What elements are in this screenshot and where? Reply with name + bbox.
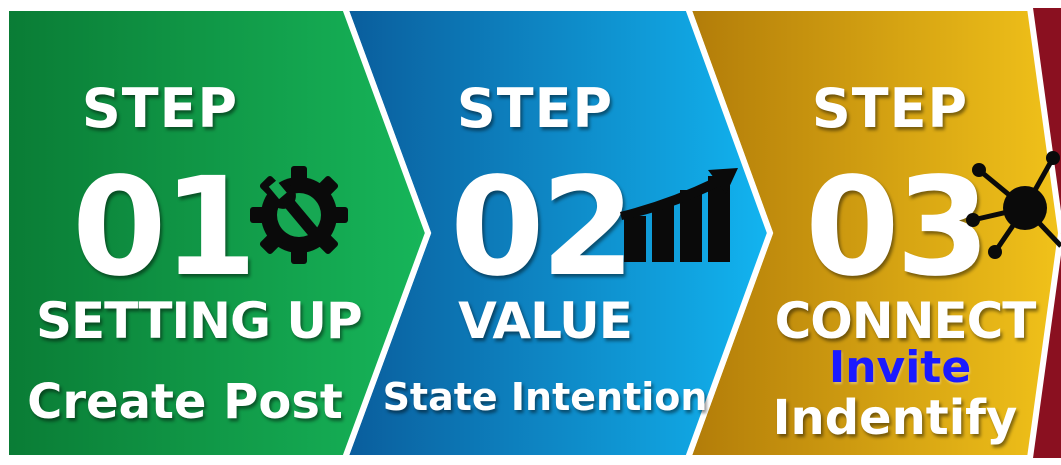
step-3-number: 03 bbox=[805, 149, 990, 307]
step-3-title: STEP bbox=[811, 77, 969, 140]
network-hub-icon bbox=[966, 151, 1061, 259]
step-1-arrow bbox=[3, 5, 432, 461]
step-1-title: STEP bbox=[81, 77, 239, 140]
step-1-action: Create Post bbox=[27, 374, 343, 430]
step-1-label: SETTING UP bbox=[36, 292, 363, 350]
step-2-action: State Intention bbox=[382, 375, 708, 419]
step-3-label: CONNECT bbox=[774, 292, 1037, 350]
step-2-title: STEP bbox=[456, 77, 614, 140]
rising-bar-chart-icon bbox=[620, 168, 738, 262]
step-2-number: 02 bbox=[450, 149, 635, 307]
step-3-action-identify: Indentify bbox=[772, 390, 1018, 446]
step-2-label: VALUE bbox=[458, 292, 633, 350]
step-3-action-invite: Invite bbox=[828, 342, 972, 393]
gear-wrench-icon bbox=[250, 166, 348, 264]
step-1-number: 01 bbox=[72, 149, 257, 307]
